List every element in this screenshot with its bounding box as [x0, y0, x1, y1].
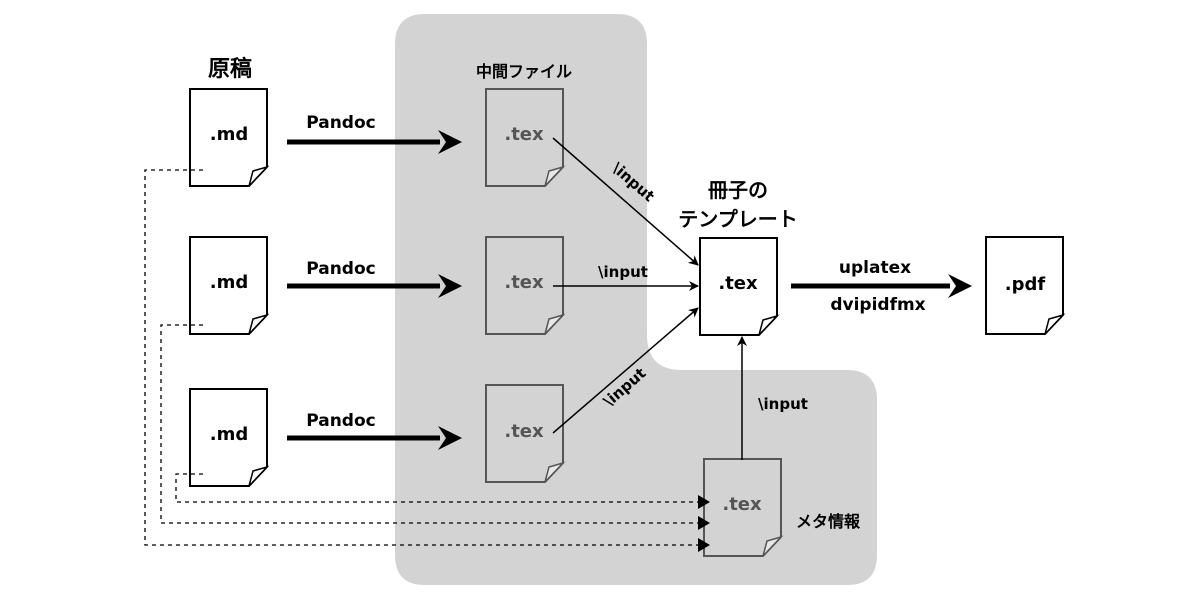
source-doc-label: .md	[210, 424, 248, 445]
source-doc-label: .md	[210, 124, 248, 145]
intermediate-doc-label: .tex	[504, 272, 544, 293]
dashed-connector	[160, 324, 710, 530]
manuscript-title: 原稿	[208, 56, 252, 82]
intermediate-doc: .tex	[485, 384, 566, 483]
compile-label-bottom: dvipidfmx	[830, 295, 925, 315]
template-title-line2: テンプレート	[678, 207, 797, 231]
source-doc: .md	[189, 236, 270, 335]
pandoc-label: Pandoc	[306, 259, 376, 279]
dashed-connector	[175, 473, 710, 509]
meta-title: メタ情報	[796, 512, 861, 531]
template-title-line1: 冊子の	[708, 178, 768, 202]
output-doc-label: .pdf	[1005, 274, 1046, 295]
template-doc: .tex	[699, 237, 780, 336]
meta-doc: .tex	[703, 458, 784, 557]
intermediate-region	[395, 14, 877, 585]
input-label: \input	[598, 263, 648, 281]
meta-doc-label: .tex	[722, 494, 762, 515]
pandoc-arrow: Pandoc	[287, 259, 462, 298]
source-doc: .md	[189, 388, 270, 487]
meta-input-label: \input	[758, 395, 808, 413]
intermediate-doc: .tex	[485, 236, 566, 335]
input-arrow: \input	[553, 263, 699, 291]
intermediate-title: 中間ファイル	[476, 62, 572, 81]
pandoc-arrow: Pandoc	[287, 411, 462, 450]
pandoc-label: Pandoc	[306, 411, 376, 431]
source-doc-label: .md	[210, 272, 248, 293]
intermediate-doc: .tex	[485, 88, 566, 187]
compile-label-top: uplatex	[839, 258, 911, 278]
meta-input-arrow: \input	[737, 336, 808, 460]
pandoc-label: Pandoc	[306, 113, 376, 133]
template-doc-label: .tex	[718, 273, 758, 294]
dashed-connector	[144, 169, 710, 552]
pandoc-arrow: Pandoc	[287, 113, 462, 154]
intermediate-doc-label: .tex	[504, 124, 544, 145]
source-doc: .md	[189, 88, 270, 187]
output-doc: .pdf	[985, 236, 1066, 335]
intermediate-doc-label: .tex	[504, 421, 544, 442]
compile-arrow: uplatex dvipidfmx	[791, 258, 972, 315]
